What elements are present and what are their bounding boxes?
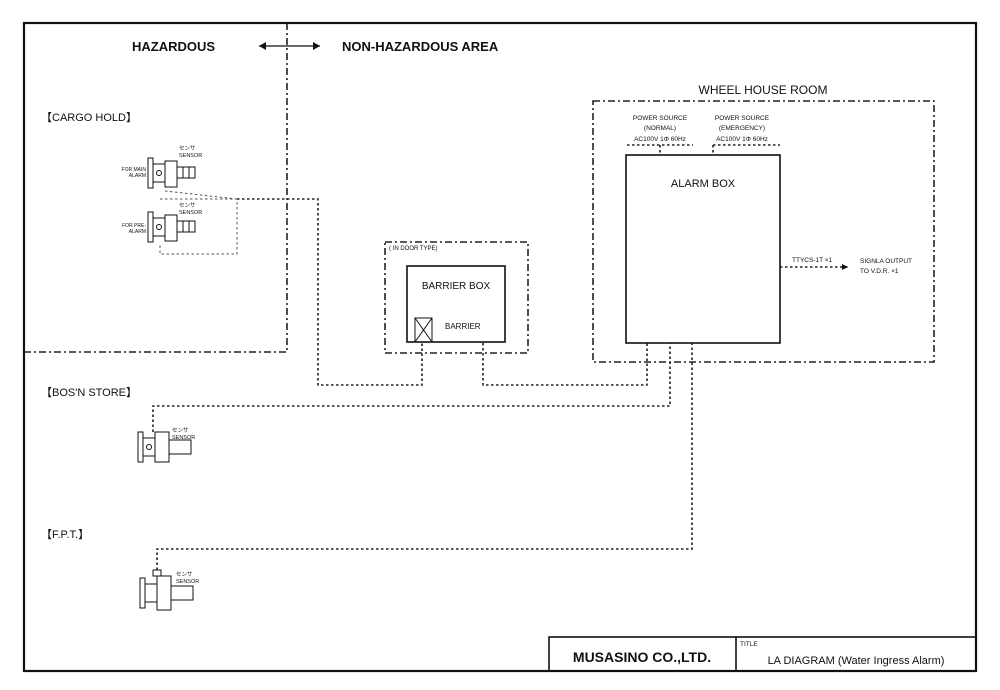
ps-normal-line-3: AC100V 1Φ 60Hz bbox=[634, 136, 686, 143]
alarm-box bbox=[625, 154, 781, 344]
signal-output-line-1: SIGNLA OUTPUT bbox=[860, 258, 912, 265]
barrier-box bbox=[406, 265, 506, 343]
pre-alarm-label-1: FOR PRE- bbox=[122, 223, 146, 229]
sensor-main-jp-label: センサ bbox=[179, 145, 196, 152]
sensor-fpt-jp-label: センサ bbox=[176, 571, 193, 578]
hazardous-label: HAZARDOUS bbox=[132, 39, 215, 54]
fpt-label: 【F.P.T.】 bbox=[41, 528, 89, 541]
indoor-type-label: ( IN DOOR TYPE) bbox=[389, 246, 438, 252]
sensor-main-alarm bbox=[147, 157, 196, 189]
sensor-pre-alarm bbox=[147, 211, 196, 243]
wheel-house-room-label: WHEEL HOUSE ROOM bbox=[699, 83, 828, 97]
ps-emergency-line-1: POWER SOURCE bbox=[715, 115, 770, 122]
cargo-hold-junction bbox=[159, 190, 238, 255]
cable-barrier-to-alarm bbox=[482, 343, 648, 386]
zone-divider-arrow bbox=[259, 42, 320, 50]
signal-output-line-2: TO V.D.R. ×1 bbox=[860, 268, 899, 275]
title-block bbox=[548, 636, 977, 672]
hazardous-zone-boundary bbox=[24, 23, 288, 353]
alarm-box-label: ALARM BOX bbox=[671, 178, 736, 190]
main-alarm-label-2: ALARM bbox=[129, 173, 146, 179]
company-name: MUSASINO CO.,LTD. bbox=[573, 649, 711, 665]
wheel-house-room bbox=[592, 100, 935, 363]
pre-alarm-label-2: ALARM bbox=[129, 229, 146, 235]
sensor-fpt-en-label: SENSOR bbox=[176, 579, 199, 585]
non-hazardous-label: NON-HAZARDOUS AREA bbox=[342, 39, 499, 54]
ps-normal-line-1: POWER SOURCE bbox=[633, 115, 688, 122]
barrier-box-label: BARRIER BOX bbox=[422, 281, 491, 292]
drawing-frame bbox=[22, 21, 978, 673]
ps-emergency-line-3: AC100V 1Φ 60Hz bbox=[716, 136, 768, 143]
sensor-pre-jp-label: センサ bbox=[179, 202, 196, 209]
ps-normal-line-2: (NORMAL) bbox=[644, 125, 676, 132]
bosn-store-label: 【BOS'N STORE】 bbox=[41, 386, 137, 399]
indoor-type-enclosure bbox=[384, 241, 529, 354]
main-alarm-label-1: FOR MAIN bbox=[122, 167, 147, 173]
cargo-hold-label: 【CARGO HOLD】 bbox=[41, 111, 137, 124]
sensor-pre-en-label: SENSOR bbox=[179, 210, 202, 216]
sensor-main-en-label: SENSOR bbox=[179, 153, 202, 159]
sensor-bosn-store bbox=[137, 431, 192, 463]
title-caption: TITLE bbox=[740, 641, 758, 648]
cable-type-label: TTYCS-1T ×1 bbox=[792, 257, 833, 264]
cable-cargo-to-barrier bbox=[237, 198, 423, 386]
drawing-title: LA DIAGRAM (Water Ingress Alarm) bbox=[768, 655, 945, 667]
barrier-symbol bbox=[414, 317, 433, 343]
ps-normal-feed bbox=[627, 144, 693, 155]
barrier-label: BARRIER bbox=[445, 322, 481, 331]
sensor-bosn-en-label: SENSOR bbox=[172, 435, 195, 441]
vdr-output-arrow bbox=[842, 264, 848, 270]
ps-emergency-line-2: (EMERGENCY) bbox=[719, 125, 765, 132]
sensor-bosn-jp-label: センサ bbox=[172, 427, 189, 434]
ps-emergency-feed bbox=[712, 144, 780, 155]
cable-fpt bbox=[156, 343, 693, 570]
